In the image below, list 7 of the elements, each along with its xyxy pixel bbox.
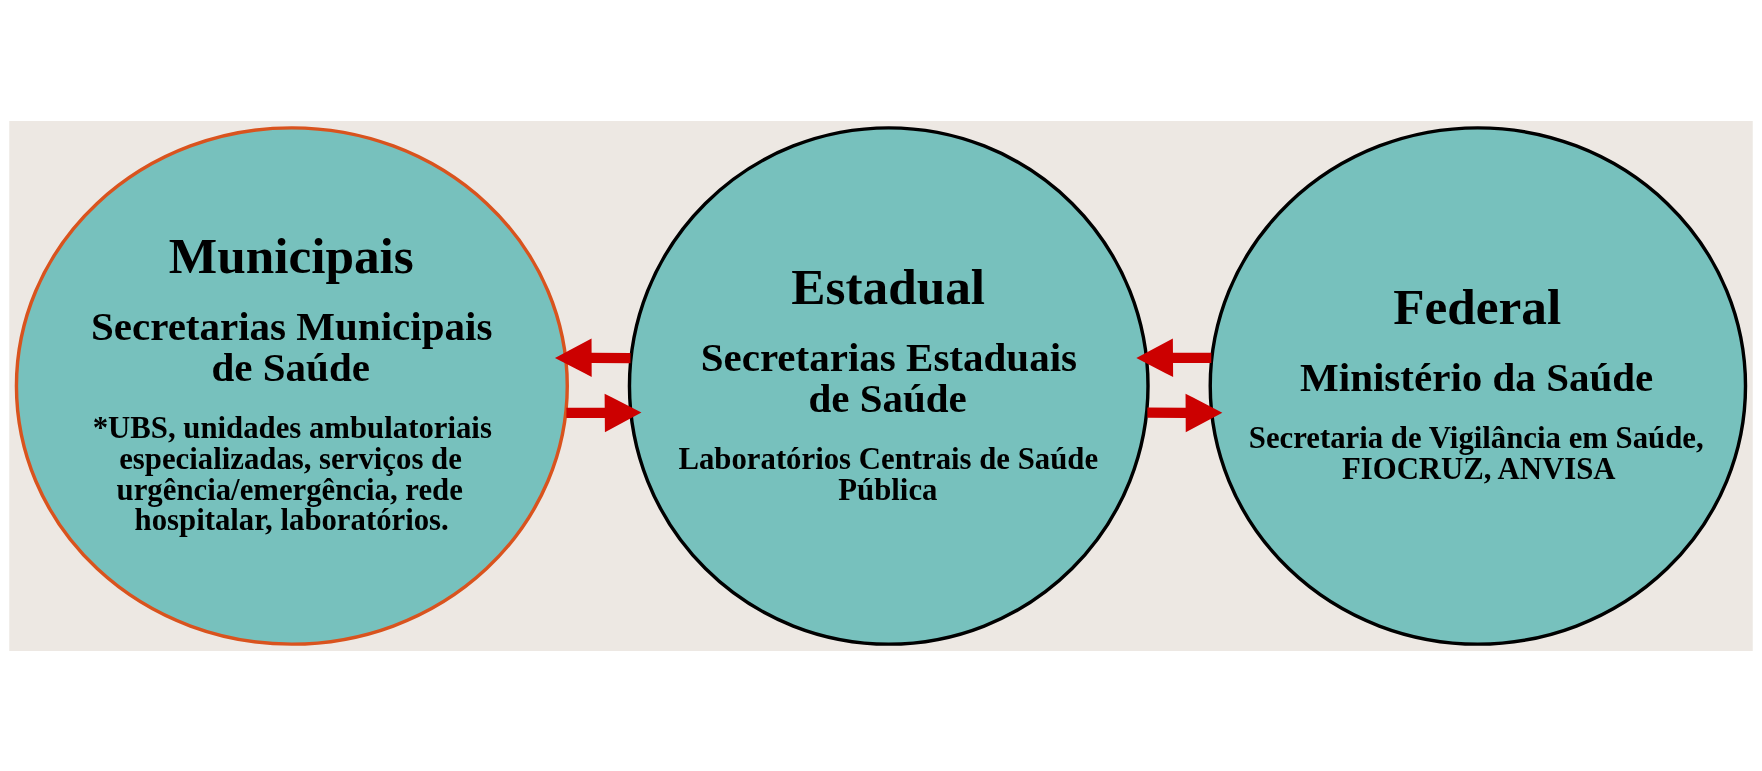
node-circle: Estadual Secretarias Estaduais de Saúde Laboratórios Centrais de Saúde Pública bbox=[627, 125, 1150, 646]
arrow bbox=[554, 338, 631, 377]
arrow bbox=[1147, 393, 1223, 432]
node-circle: Federal Ministério da Saúde Secretaria de Vigilância em Saúde, FIOCRUZ, ANVISA bbox=[1208, 125, 1748, 646]
node-circle: Municipais Secretarias Municipais de Saúde *UBS, unidades ambulatoriais especializadas, serviços de urgência/emergência, rede hospitalar, laboratórios. bbox=[14, 125, 569, 646]
arrow bbox=[1136, 338, 1212, 377]
arrow bbox=[566, 393, 642, 432]
